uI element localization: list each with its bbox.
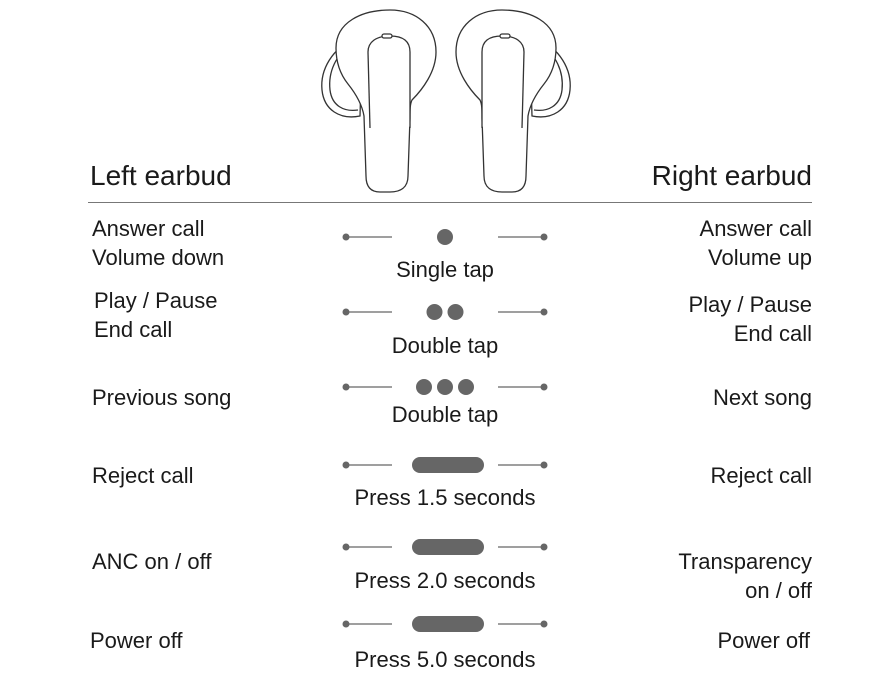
press-2-0-indicator-icon bbox=[342, 539, 548, 555]
gesture-press-2-0: Press 2.0 seconds bbox=[330, 534, 560, 596]
tap-dot-icon bbox=[437, 379, 453, 395]
press-5-0-indicator-icon bbox=[342, 616, 548, 632]
left-earbud-heading: Left earbud bbox=[90, 160, 232, 191]
gesture-label: Double tap bbox=[391, 402, 499, 427]
right-earbud-icon bbox=[455, 9, 571, 193]
earbuds-illustration-icon bbox=[321, 9, 571, 193]
single-tap-indicator-icon bbox=[342, 229, 548, 245]
gesture-double-tap: Double tap bbox=[330, 299, 560, 361]
left-action-1: Answer call Volume down bbox=[92, 216, 225, 270]
tap-dot-icon bbox=[458, 379, 474, 395]
right-end-dot bbox=[540, 383, 548, 391]
left-action-3: Previous song bbox=[92, 385, 232, 410]
tap-dot-icon bbox=[447, 304, 464, 320]
right-action-5: Transparency on / off bbox=[678, 549, 812, 603]
gesture-triple-tap: Double tap bbox=[330, 374, 560, 430]
press-bar-icon bbox=[412, 539, 484, 555]
right-action-2: Play / Pause End call bbox=[688, 292, 812, 346]
left-earbud-icon bbox=[321, 9, 437, 193]
right-action-6: Power off bbox=[717, 628, 810, 653]
left-action-5: ANC on / off bbox=[92, 549, 212, 574]
right-action-4: Reject call bbox=[710, 463, 812, 488]
header-divider bbox=[88, 202, 812, 203]
right-end-dot bbox=[540, 543, 548, 551]
right-end-dot bbox=[540, 308, 548, 316]
gesture-label: Single tap bbox=[396, 257, 494, 282]
press-bar-icon bbox=[412, 616, 484, 632]
gesture-label: Press 2.0 seconds bbox=[354, 568, 536, 593]
gesture-label: Press 5.0 seconds bbox=[354, 647, 536, 672]
left-action-6: Power off bbox=[90, 628, 183, 653]
left-action-4: Reject call bbox=[92, 463, 194, 488]
gesture-press-5-0: Press 5.0 seconds bbox=[330, 611, 560, 677]
tap-dot-icon bbox=[437, 229, 453, 245]
gesture-label: Press 1.5 seconds bbox=[354, 485, 536, 510]
press-bar-icon bbox=[412, 457, 484, 473]
tap-dot-icon bbox=[426, 304, 443, 320]
right-action-3: Next song bbox=[712, 385, 812, 410]
tap-dot-icon bbox=[416, 379, 432, 395]
double-tap-indicator-icon bbox=[342, 304, 548, 320]
gesture-label: Double tap bbox=[391, 333, 499, 358]
left-action-2: Play / Pause End call bbox=[94, 288, 218, 342]
gesture-press-1-5: Press 1.5 seconds bbox=[330, 452, 560, 514]
right-action-1: Answer call Volume up bbox=[699, 216, 812, 270]
press-1-5-indicator-icon bbox=[342, 457, 548, 473]
right-end-dot bbox=[540, 233, 548, 241]
gesture-single-tap: Single tap bbox=[330, 224, 560, 284]
right-earbud-heading: Right earbud bbox=[651, 160, 812, 191]
right-end-dot bbox=[540, 461, 548, 469]
triple-tap-indicator-icon bbox=[342, 379, 548, 395]
right-end-dot bbox=[540, 620, 548, 628]
